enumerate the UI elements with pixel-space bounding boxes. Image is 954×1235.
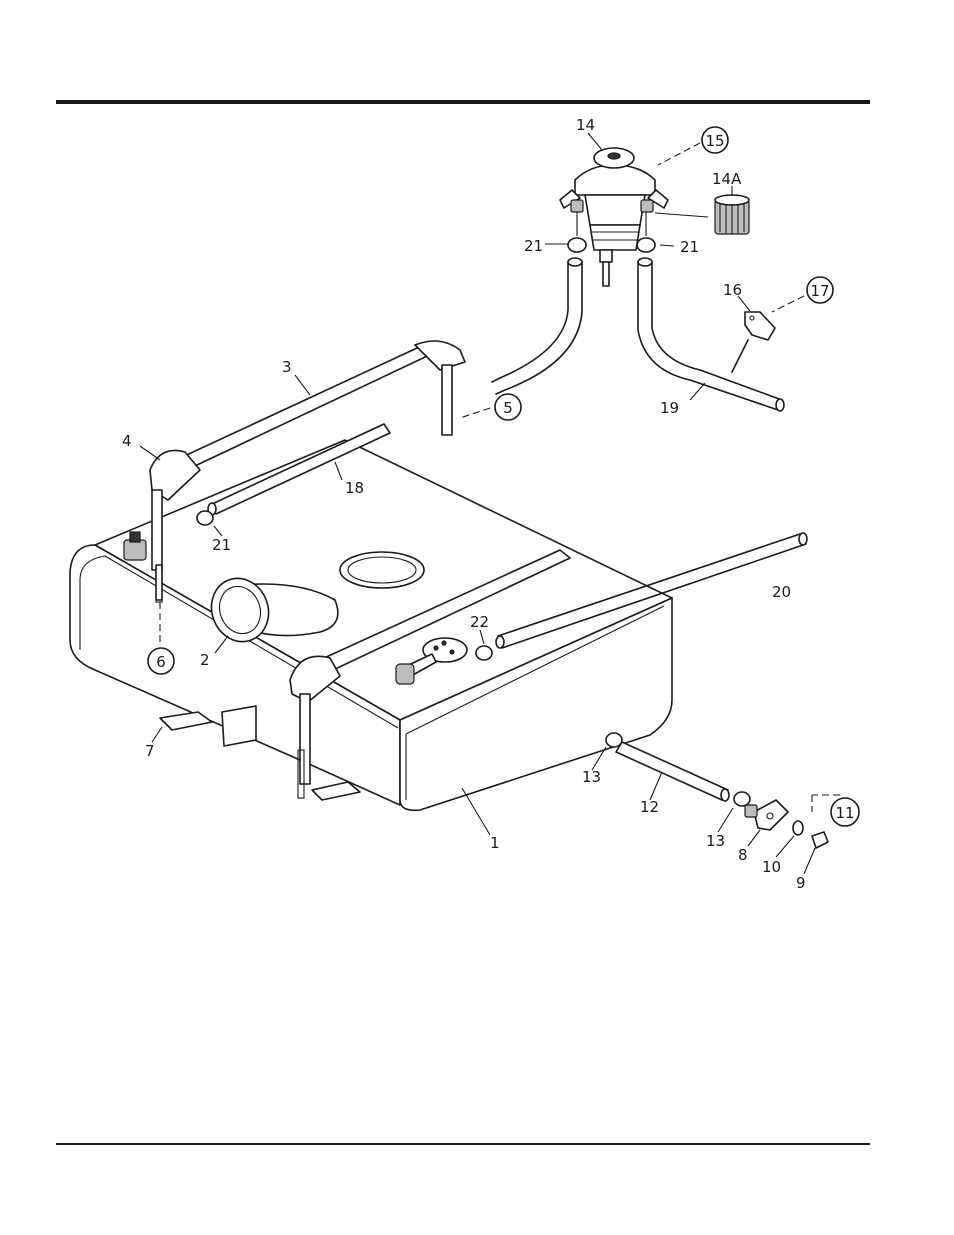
callout-2: 2 bbox=[200, 651, 210, 669]
callout-14a: 14A bbox=[712, 170, 742, 188]
callout-20: 20 bbox=[772, 583, 791, 601]
callout-16: 16 bbox=[723, 281, 742, 299]
callout-15: 15 bbox=[705, 132, 724, 150]
callout-21-tank: 21 bbox=[212, 536, 231, 554]
callout-17: 17 bbox=[810, 282, 829, 300]
studs bbox=[156, 565, 162, 600]
callout-9: 9 bbox=[796, 874, 806, 892]
callout-14: 14 bbox=[576, 116, 595, 134]
callout-21-right: 21 bbox=[680, 238, 699, 256]
callout-5: 5 bbox=[503, 399, 513, 417]
callout-3: 3 bbox=[282, 358, 292, 376]
drain-valve bbox=[745, 800, 828, 848]
callout-19: 19 bbox=[660, 399, 679, 417]
callout-1: 1 bbox=[490, 834, 500, 852]
callout-7: 7 bbox=[145, 742, 155, 760]
callout-12: 12 bbox=[640, 798, 659, 816]
hose-bracket bbox=[732, 312, 775, 372]
callout-13-lower: 13 bbox=[706, 832, 725, 850]
callout-21-left: 21 bbox=[524, 237, 543, 255]
callout-18: 18 bbox=[345, 479, 364, 497]
fuel-filter bbox=[560, 148, 749, 286]
callout-8: 8 bbox=[738, 846, 748, 864]
callout-6: 6 bbox=[156, 653, 166, 671]
callout-10: 10 bbox=[762, 858, 781, 876]
callout-11: 11 bbox=[835, 804, 854, 822]
callout-4: 4 bbox=[122, 432, 132, 450]
callout-13-upper: 13 bbox=[582, 768, 601, 786]
callout-22: 22 bbox=[470, 613, 489, 631]
